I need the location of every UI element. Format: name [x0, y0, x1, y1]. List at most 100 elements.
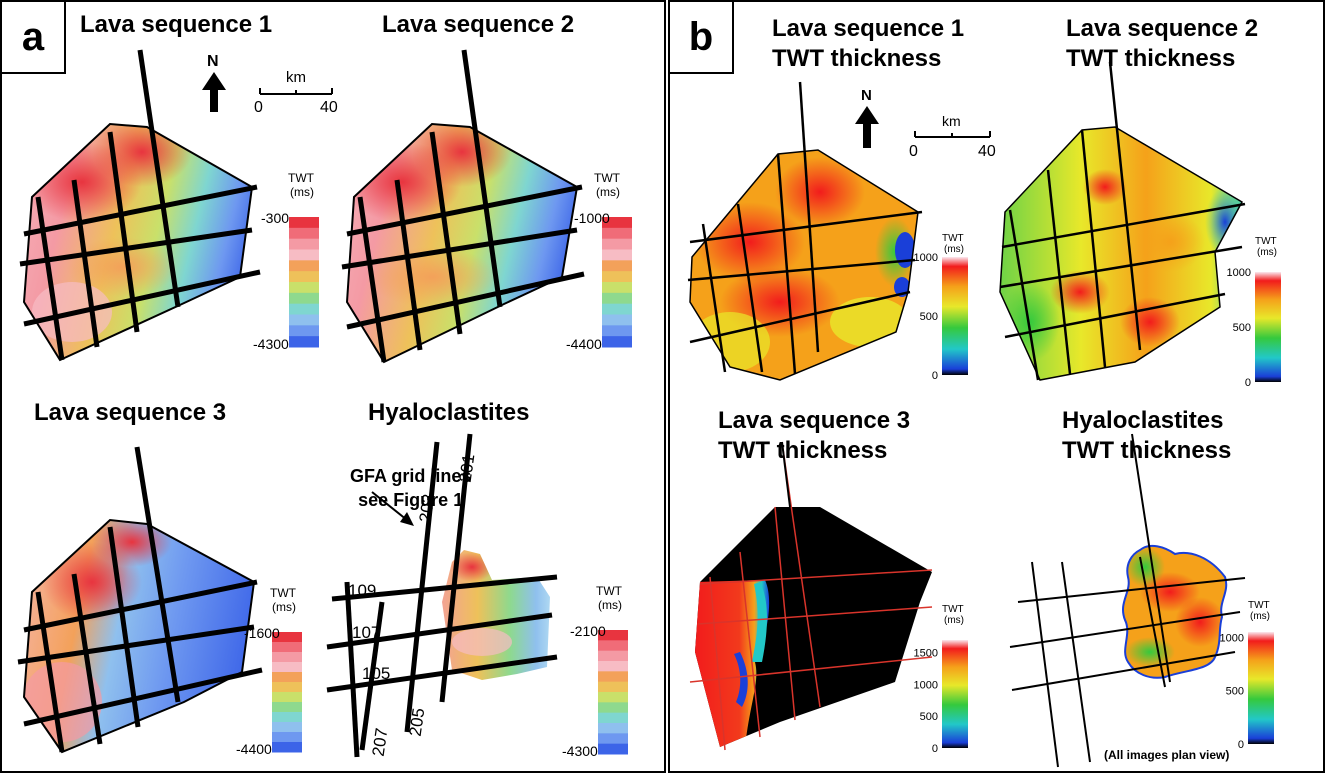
legend-swatch	[289, 325, 319, 337]
legend-unit: (ms)	[1250, 611, 1270, 622]
legend-swatch	[289, 238, 319, 250]
legend-swatch	[272, 652, 302, 663]
legend-title: TWT	[288, 171, 315, 185]
legend-top-value: -2100	[570, 623, 606, 639]
annotation-arrow-line	[371, 491, 408, 521]
north-arrow-a: N	[202, 53, 226, 112]
map-title-thickness-lava-1: Lava sequence 1 TWT thickness	[772, 14, 964, 74]
scale-bar-a: km 0 40	[254, 69, 338, 116]
north-label-b: N	[861, 87, 872, 104]
legend-swatch	[272, 702, 302, 713]
legend-bottom-value: -4300	[253, 336, 289, 352]
legend-tick: 0	[932, 743, 938, 755]
legend-bottom-value: -4400	[566, 336, 602, 352]
map-title-hyaloclastites: Hyaloclastites	[368, 399, 530, 426]
legend-swatch	[598, 743, 628, 755]
legend-top-value: -1000	[574, 210, 610, 226]
legend-swatch	[602, 282, 632, 294]
legend-swatch	[598, 733, 628, 745]
legend-swatch	[602, 238, 632, 250]
legend-unit: (ms)	[596, 185, 620, 199]
legend-swatch	[602, 217, 632, 229]
legend-top-value: -1600	[244, 625, 280, 641]
panel-label-a: a	[2, 2, 66, 74]
depth-legend-4: TWT(ms)-2100-4300	[562, 584, 628, 759]
legend-unit: (ms)	[944, 615, 964, 626]
legend-tick: 500	[1233, 322, 1251, 334]
grid-label-207: 207	[369, 727, 392, 758]
thickness-map-lava-2	[999, 61, 1246, 381]
panel-b-graphics: N km 0 40 TWT(ms)10005000TWT(ms)10005000…	[687, 61, 1281, 768]
legend-swatch	[289, 249, 319, 261]
title-line-2: TWT thickness	[1066, 45, 1236, 72]
legend-swatch	[598, 661, 628, 672]
panel-a-graphics: 201 203 205 207 109 107 105 N km 0 40 TW…	[17, 49, 632, 759]
panel-label-b: b	[670, 2, 734, 74]
legend-swatch	[272, 682, 302, 693]
legend-title: TWT	[596, 584, 623, 598]
legend-swatch	[289, 303, 319, 315]
legend-tick: 1000	[1220, 632, 1244, 644]
legend-bottom-value: -4300	[562, 743, 598, 759]
legend-swatch	[598, 640, 628, 652]
legend-swatch	[272, 632, 302, 643]
legend-swatch	[602, 260, 632, 272]
legend-tick: 1000	[914, 679, 938, 691]
panel-a: a Lava sequence 1 Lava sequence 2 Lava s…	[0, 0, 666, 773]
panel-b: b Lava sequence 1 TWT thickness Lava seq…	[668, 0, 1325, 773]
grid-lines-annotation: GFA grid lines see Figure 1	[350, 464, 471, 512]
scale-end-b: 40	[978, 143, 996, 160]
map-title-lava-2: Lava sequence 2	[382, 11, 575, 38]
legend-swatch	[602, 227, 632, 240]
plan-view-footnote: (All images plan view)	[1104, 748, 1230, 762]
grid-label-205: 205	[406, 707, 429, 738]
legend-swatch	[598, 681, 628, 693]
legend-tick: 1500	[914, 648, 938, 660]
scale-end-a: 40	[320, 99, 338, 116]
legend-swatch	[289, 260, 319, 272]
annotation-line-1: GFA grid lines	[350, 466, 472, 486]
grid-label-105: 105	[362, 664, 390, 683]
scale-start-b: 0	[909, 143, 918, 160]
legend-swatch	[289, 227, 319, 240]
legend-tick: 0	[932, 370, 938, 382]
depth-map-lava-1	[19, 49, 261, 362]
legend-tick: 500	[920, 711, 938, 723]
legend-swatch	[289, 217, 319, 229]
legend-color-bar	[942, 257, 968, 375]
scale-unit-a: km	[286, 69, 306, 86]
legend-swatch	[289, 292, 319, 305]
legend-bottom-value: -4400	[236, 741, 272, 757]
depth-legend-1: TWT(ms)-300-4300	[253, 171, 319, 352]
title-line-1: Hyaloclastites	[1062, 407, 1224, 434]
legend-title: TWT	[270, 586, 297, 600]
scale-start-a: 0	[254, 99, 263, 116]
north-label-a: N	[207, 53, 219, 70]
legend-swatch	[272, 692, 302, 703]
thickness-map-hyaloclastites	[1009, 433, 1246, 768]
legend-swatch	[272, 712, 302, 723]
legend-unit: (ms)	[944, 244, 964, 255]
legend-title: TWT	[942, 233, 964, 244]
legend-swatch	[602, 271, 632, 283]
title-line-1: Lava sequence 2	[1066, 15, 1259, 42]
grid-label-107: 107	[352, 623, 380, 642]
legend-tick: 1000	[914, 252, 938, 264]
legend-title: TWT	[594, 171, 621, 185]
annotation-arrow-head	[400, 512, 414, 526]
legend-swatch	[602, 314, 632, 326]
title-line-2: TWT thickness	[1062, 437, 1232, 464]
depth-legend-2: TWT(ms) -1000 -4400	[566, 171, 632, 352]
legend-swatch	[272, 732, 302, 743]
legend-swatch	[598, 692, 628, 703]
legend-swatch	[602, 303, 632, 315]
title-line-1: Lava sequence 1	[772, 15, 965, 42]
grid-label-201: 201	[456, 453, 479, 484]
legend-swatch	[602, 325, 632, 337]
legend-tick: 1000	[1227, 267, 1251, 279]
legend-title: TWT	[1248, 600, 1270, 611]
